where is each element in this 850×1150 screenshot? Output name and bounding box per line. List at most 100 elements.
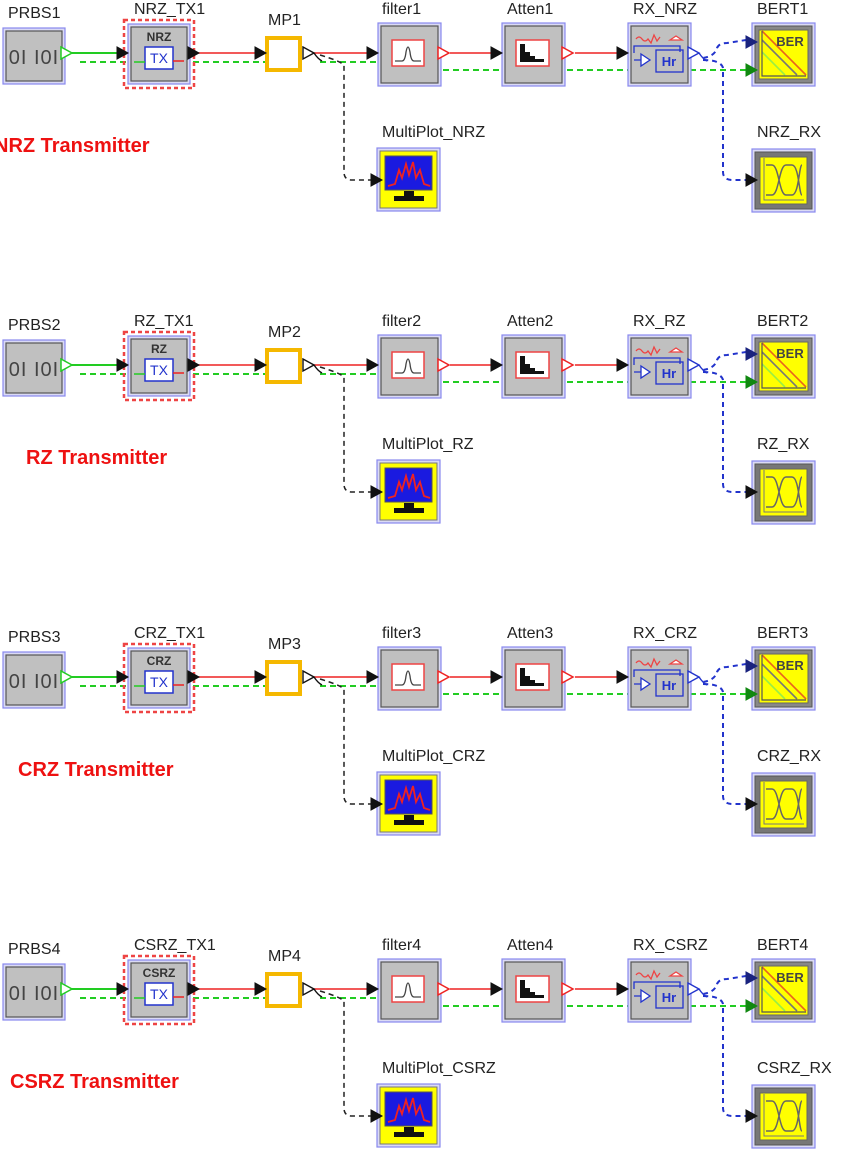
spectrum-trace-icon bbox=[387, 784, 431, 811]
attenuator-label: Atten3 bbox=[507, 625, 554, 642]
wire-rx-bert[interactable] bbox=[702, 39, 747, 59]
receiver-block[interactable] bbox=[627, 334, 692, 399]
eye-diagram-visualizer[interactable] bbox=[751, 1084, 816, 1149]
eye-diagram-label: RZ_RX bbox=[757, 436, 810, 453]
spectrum-trace-icon bbox=[387, 1096, 431, 1123]
splitter-output-port[interactable] bbox=[302, 45, 323, 62]
prbs-block[interactable] bbox=[2, 27, 66, 85]
wire-rx-bert[interactable] bbox=[702, 975, 747, 995]
eye-diagram-visualizer[interactable] bbox=[751, 148, 816, 213]
port-arrow bbox=[254, 46, 268, 60]
spectrum-trace-icon bbox=[387, 472, 431, 499]
receiver-block[interactable] bbox=[627, 958, 692, 1023]
prbs-block[interactable] bbox=[2, 963, 66, 1021]
prbs-label: PRBS2 bbox=[8, 317, 61, 334]
port-arrow bbox=[254, 670, 268, 684]
attenuator-block[interactable] bbox=[501, 334, 566, 399]
port-arrow bbox=[370, 797, 384, 811]
bert-block[interactable]: BER bbox=[751, 22, 816, 87]
output-port[interactable] bbox=[60, 357, 74, 373]
receiver-label: RX_CSRZ bbox=[633, 937, 708, 954]
port-arrow bbox=[366, 670, 380, 684]
wire-rx-bert[interactable] bbox=[702, 351, 747, 371]
monitor-stand-icon bbox=[394, 196, 424, 201]
output-port[interactable] bbox=[60, 981, 74, 997]
output-port[interactable] bbox=[437, 981, 451, 997]
output-port[interactable] bbox=[561, 981, 575, 997]
splitter-output-port[interactable] bbox=[302, 669, 323, 686]
eye-pattern-icon bbox=[766, 1100, 803, 1132]
eye-diagram-visualizer[interactable] bbox=[751, 460, 816, 525]
filter-block[interactable] bbox=[377, 22, 442, 87]
ber-curve-green bbox=[761, 987, 786, 1012]
splitter-output-port[interactable] bbox=[302, 357, 323, 374]
staircase-icon bbox=[520, 980, 544, 998]
port-arrow bbox=[254, 982, 268, 996]
rx-output-port[interactable] bbox=[687, 45, 708, 62]
tx-label: NRZ_TX1 bbox=[134, 1, 206, 18]
port-arrow bbox=[490, 982, 504, 996]
port-arrow bbox=[366, 46, 380, 60]
port-arrow bbox=[370, 1109, 384, 1123]
monitor-splitter[interactable] bbox=[265, 660, 302, 696]
hr-text: Hr bbox=[662, 990, 676, 1005]
receiver-block[interactable] bbox=[627, 646, 692, 711]
amplifier-icon bbox=[640, 676, 652, 692]
receiver-label: RX_RZ bbox=[633, 313, 686, 330]
prbs-block[interactable] bbox=[2, 651, 66, 709]
output-port[interactable] bbox=[437, 669, 451, 685]
output-port[interactable] bbox=[561, 45, 575, 61]
output-port[interactable] bbox=[561, 357, 575, 373]
wire-rx-eye[interactable] bbox=[702, 995, 746, 1117]
rx-output-port[interactable] bbox=[687, 981, 708, 998]
filter-icon bbox=[391, 663, 425, 691]
multiplot-visualizer[interactable] bbox=[376, 771, 441, 836]
port-arrow bbox=[370, 173, 384, 187]
multiplot-visualizer[interactable] bbox=[376, 147, 441, 212]
eye-diagram-visualizer[interactable] bbox=[751, 772, 816, 837]
ber-curve-orange bbox=[761, 966, 807, 1012]
wire-rx-eye[interactable] bbox=[702, 59, 746, 181]
output-port[interactable] bbox=[60, 45, 74, 61]
output-port[interactable] bbox=[561, 669, 575, 685]
rx-output-port[interactable] bbox=[687, 357, 708, 374]
bert-block[interactable]: BER bbox=[751, 334, 816, 399]
port-arrow bbox=[745, 347, 759, 361]
bert-block[interactable]: BER bbox=[751, 646, 816, 711]
bert-block[interactable]: BER bbox=[751, 958, 816, 1023]
wire-mp-multiplot[interactable] bbox=[319, 678, 372, 805]
tx-format-text: CSRZ bbox=[143, 966, 176, 980]
port-arrow bbox=[745, 999, 759, 1013]
output-port[interactable] bbox=[437, 357, 451, 373]
wire-rx-eye[interactable] bbox=[702, 371, 746, 493]
section-title: CRZ Transmitter bbox=[18, 759, 174, 781]
amplifier-icon bbox=[640, 52, 652, 68]
wire-rx-bert[interactable] bbox=[702, 663, 747, 683]
splitter-output-port[interactable] bbox=[302, 981, 323, 998]
wire-mp-multiplot[interactable] bbox=[319, 366, 372, 493]
wire-mp-multiplot[interactable] bbox=[319, 990, 372, 1117]
output-port[interactable] bbox=[60, 669, 74, 685]
port-arrow bbox=[745, 485, 759, 499]
rx-output-port[interactable] bbox=[687, 669, 708, 686]
multiplot-visualizer[interactable] bbox=[376, 1083, 441, 1148]
prbs-block[interactable] bbox=[2, 339, 66, 397]
monitor-splitter[interactable] bbox=[265, 348, 302, 384]
wire-mp-multiplot[interactable] bbox=[319, 54, 372, 181]
ber-text: BER bbox=[776, 34, 804, 49]
port-arrow bbox=[616, 982, 630, 996]
port-arrow bbox=[745, 659, 759, 673]
output-port[interactable] bbox=[437, 45, 451, 61]
gaussian-curve-icon bbox=[395, 46, 421, 62]
multiplot-visualizer[interactable] bbox=[376, 459, 441, 524]
receiver-block[interactable] bbox=[627, 22, 692, 87]
port-arrow bbox=[116, 982, 130, 996]
monitor-splitter[interactable] bbox=[265, 972, 302, 1008]
monitor-splitter[interactable] bbox=[265, 36, 302, 72]
wire-rx-eye[interactable] bbox=[702, 683, 746, 805]
